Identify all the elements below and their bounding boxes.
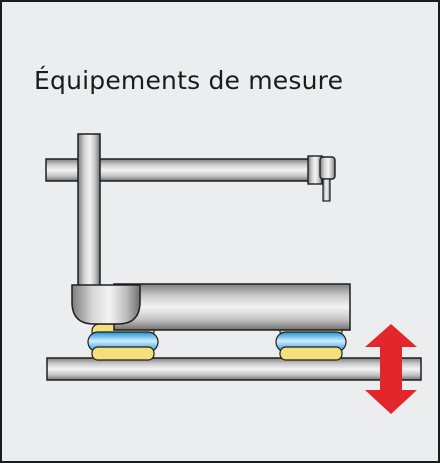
dial-gauge-icon [307, 155, 336, 202]
base-plate-icon [46, 357, 422, 381]
isolation-mount-icon [87, 323, 159, 361]
measuring-arm-icon [45, 133, 351, 331]
diagram-title: Équipements de mesure [34, 66, 344, 95]
double-arrow-vertical-icon [365, 324, 417, 414]
